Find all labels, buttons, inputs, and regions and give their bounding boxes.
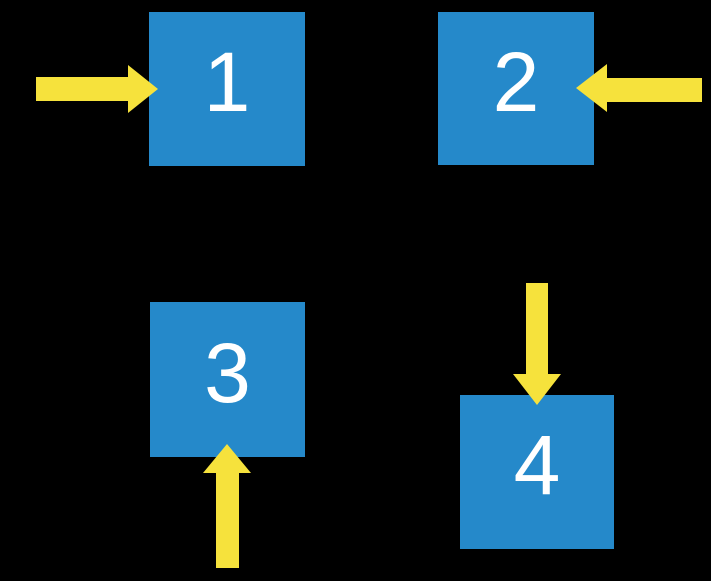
arrow-right-head-icon [128, 65, 158, 113]
arrow-up-icon [216, 473, 239, 568]
box-3: 3 [150, 302, 305, 457]
box-4: 4 [460, 395, 614, 549]
box-1-label: 1 [203, 35, 251, 129]
arrow-right-icon [36, 77, 130, 101]
arrow-up-head-icon [203, 444, 251, 473]
arrow-left-icon [607, 78, 702, 102]
arrow-down-head-icon [513, 374, 561, 405]
arrow-left-head-icon [576, 64, 607, 112]
arrow-down-icon [526, 283, 548, 374]
box-1: 1 [149, 12, 305, 166]
box-2: 2 [438, 12, 594, 165]
box-3-label: 3 [204, 325, 251, 420]
box-2-label: 2 [492, 34, 540, 129]
box-4-label: 4 [513, 418, 561, 512]
